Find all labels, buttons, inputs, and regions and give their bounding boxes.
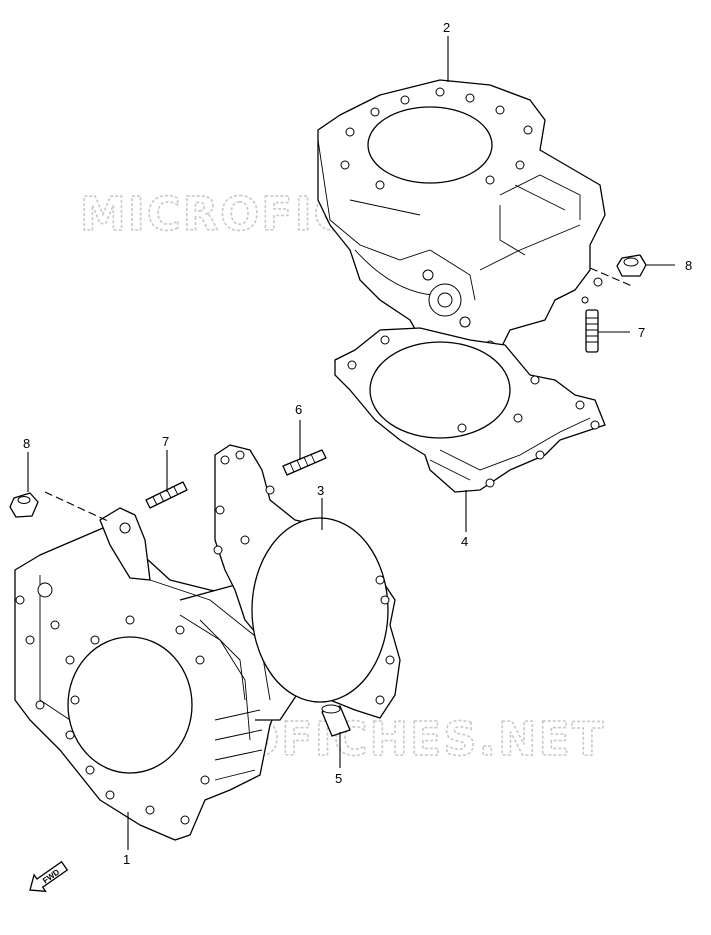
- leader-lines: [27, 36, 675, 850]
- cylinder-upper: [317, 79, 606, 361]
- stud-6: [282, 449, 327, 476]
- callout-8-upper: 8: [685, 258, 692, 273]
- stud-upper: [585, 309, 599, 353]
- callout-numbers: 2 8 7 4 6 3 7 8 5 1: [23, 20, 692, 867]
- callout-1: 1: [123, 852, 130, 867]
- fwd-arrow-icon: FWD: [29, 860, 69, 893]
- nut-upper: [616, 254, 647, 277]
- callout-7-upper: 7: [638, 325, 645, 340]
- cylinder-lower: [14, 507, 301, 841]
- callout-6: 6: [295, 402, 302, 417]
- stud-lower: [145, 481, 188, 509]
- nut-lower: [9, 492, 39, 518]
- dowel-pin: [321, 704, 351, 737]
- callout-3: 3: [317, 483, 324, 498]
- callout-2: 2: [443, 20, 450, 35]
- gasket-upper: [334, 327, 606, 493]
- gasket-lower: [213, 444, 401, 719]
- callout-8-lower: 8: [23, 436, 30, 451]
- callout-5: 5: [335, 771, 342, 786]
- callout-4: 4: [461, 534, 468, 549]
- callout-7-lower: 7: [162, 434, 169, 449]
